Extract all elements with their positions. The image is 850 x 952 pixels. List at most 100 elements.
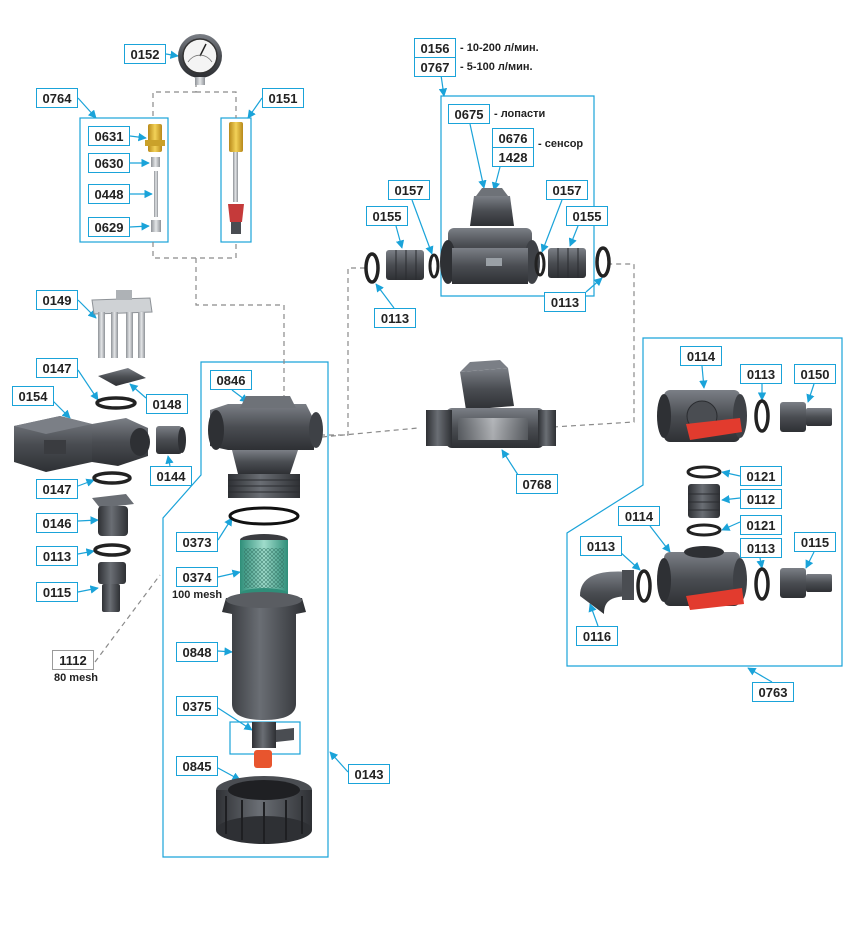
leader-0113b [585, 277, 603, 293]
leader-0116 [588, 603, 599, 627]
label-0448: 0448 [88, 184, 130, 204]
leader-0768 [501, 449, 521, 479]
part-0113-oring-bottom-right [754, 567, 770, 601]
label-1428: 1428 [492, 147, 534, 167]
leader-0763 [747, 667, 773, 683]
leader-0675 [469, 123, 487, 189]
part-0149-bracket [91, 290, 153, 358]
label-0113-bottom-right: 0113 [740, 538, 782, 558]
leader-0115b [805, 551, 815, 569]
part-0147-oring-top [95, 396, 137, 410]
part-0150-hose-barb [780, 402, 832, 432]
label-0114-bottom: 0114 [618, 506, 660, 526]
leader-0121a [721, 469, 741, 478]
label-0121-bottom: 0121 [740, 515, 782, 535]
leader-0114b [649, 525, 671, 553]
part-0113-oring-right-top [754, 399, 770, 433]
leader-0149 [77, 299, 97, 319]
frame-0143 [162, 361, 329, 858]
part-0845-filter-nut [216, 776, 312, 844]
valve-connector [552, 263, 635, 428]
label-0155-right: 0155 [566, 206, 608, 226]
part-0113-oring-flow-right [595, 246, 611, 278]
mesh-connector [94, 574, 161, 663]
label-0113-right-top: 0113 [740, 364, 782, 384]
part-0113-oring-left [93, 543, 131, 557]
part-0157-oring-right [534, 251, 546, 277]
part-0121-oring-top [686, 465, 722, 479]
part-0151-adapter-assembly [228, 122, 244, 234]
label-0152: 0152 [124, 44, 166, 64]
label-0845: 0845 [176, 756, 218, 776]
note-0676-sensor: - сенсор [538, 138, 584, 150]
label-0113-flow-right: 0113 [544, 292, 586, 312]
part-0154-valve-actuator [14, 416, 150, 472]
part-0629-nipple [151, 220, 161, 232]
leader-1428 [491, 166, 501, 191]
leader-0150 [806, 383, 815, 403]
part-0157-oring-left [428, 253, 440, 279]
leader-0112 [721, 494, 741, 504]
leader-0113a [375, 283, 395, 309]
note-0156-flow: - 10-200 л/мин. [460, 42, 539, 54]
part-0156-flowmeter [440, 188, 540, 284]
part-0152-pressure-gauge [178, 34, 222, 85]
label-0375: 0375 [176, 696, 218, 716]
note-0675-blades: - лопасти [494, 108, 546, 120]
meter-connector [321, 427, 419, 438]
part-0144-nipple [156, 426, 186, 454]
frame-0156 [440, 95, 595, 297]
part-0146-connector [92, 494, 134, 536]
leader-0157a [411, 199, 434, 255]
leader-0113f [756, 557, 765, 569]
label-0113-flow-left: 0113 [374, 308, 416, 328]
label-0764: 0764 [36, 88, 78, 108]
note-1112-mesh: 80 mesh [54, 672, 99, 684]
leader-0151 [247, 97, 263, 119]
leader-0157b [540, 199, 563, 253]
part-0115-hose-barb-left [98, 562, 126, 612]
label-0116: 0116 [576, 626, 618, 646]
leader-0121b [721, 521, 741, 531]
label-0157-right: 0157 [546, 180, 588, 200]
part-0148-plate [98, 368, 146, 386]
label-0150: 0150 [794, 364, 836, 384]
part-0114-valve-top [657, 390, 747, 442]
label-0154: 0154 [12, 386, 54, 406]
label-0112: 0112 [740, 489, 782, 509]
leader-0144 [165, 455, 174, 467]
label-0156: 0156 [414, 38, 456, 58]
label-0846: 0846 [210, 370, 252, 390]
label-0675: 0675 [448, 104, 490, 124]
leader-0848 [217, 647, 233, 656]
gauge-connector [152, 82, 237, 118]
leader-0147a [77, 369, 99, 401]
leader-0152 [165, 50, 179, 59]
label-0157-left: 0157 [388, 180, 430, 200]
label-0147-bottom: 0147 [36, 479, 78, 499]
part-0846-filter-head [208, 396, 323, 498]
dashed-connectors [94, 82, 635, 663]
label-0374: 0374 [176, 567, 218, 587]
leader-0113e [619, 551, 641, 571]
label-0676: 0676 [492, 128, 534, 148]
leader-0629 [129, 222, 150, 231]
part-0115-hose-barb-right [780, 568, 832, 598]
adapter-connector [152, 242, 285, 400]
label-0373: 0373 [176, 532, 218, 552]
frame-0764 [79, 117, 169, 243]
label-0144: 0144 [150, 466, 192, 486]
leader-0155a [395, 225, 405, 249]
leader-lines [51, 50, 815, 781]
part-0147-oring-bottom [92, 471, 132, 485]
leader-0143 [329, 751, 349, 773]
part-0630-fitting [151, 157, 160, 167]
part-0375-drain-valve [252, 722, 294, 768]
label-0767: 0767 [414, 57, 456, 77]
label-0848: 0848 [176, 642, 218, 662]
label-0121-top: 0121 [740, 466, 782, 486]
label-0113-bottom-left: 0113 [580, 536, 622, 556]
note-0767-flow: - 5-100 л/мин. [460, 61, 533, 73]
part-0113-oring-flow-left [364, 252, 380, 284]
